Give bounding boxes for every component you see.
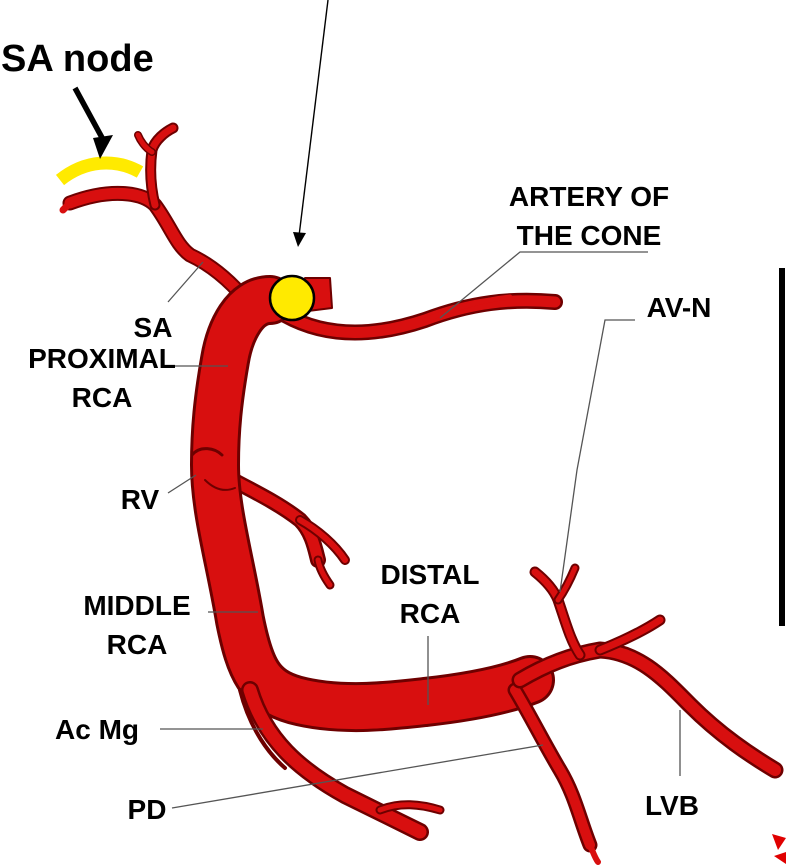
rca-main-trunk xyxy=(192,300,530,707)
distal-rca-label-line1: DISTAL xyxy=(380,559,479,590)
rv-label: RV xyxy=(121,484,160,515)
sa-branch xyxy=(63,128,246,300)
lv-branches xyxy=(520,568,775,770)
middle-rca-label-line2: RCA xyxy=(107,629,168,660)
sa-node-label: SA node xyxy=(1,38,154,80)
proximal-rca-label-line2: RCA xyxy=(72,382,133,413)
sa-node-highlight xyxy=(60,163,140,180)
artery-tree xyxy=(63,128,775,862)
rca-ostium-marker xyxy=(270,276,314,320)
posterior-branch xyxy=(515,690,598,862)
leader-sa xyxy=(168,262,203,302)
sa-label: SA xyxy=(134,312,173,343)
leader-avn xyxy=(560,320,635,592)
lvb-label: LVB xyxy=(645,790,699,821)
right-edge-bar xyxy=(779,268,785,626)
artery-of-cone-label-line2: THE CONE xyxy=(517,220,662,251)
proximal-rca-label-line1: PROXIMAL xyxy=(28,343,176,374)
sa-node-arrow xyxy=(75,88,113,159)
pd-label: PD xyxy=(128,794,167,825)
middle-rca-label-line1: MIDDLE xyxy=(83,590,190,621)
conus-branch xyxy=(285,278,555,333)
ac-mg-label: Ac Mg xyxy=(55,714,139,745)
av-n-label: AV-N xyxy=(647,292,712,323)
corner-red-marks xyxy=(772,834,786,864)
ostium-pointer-arrow xyxy=(293,0,328,247)
artery-of-cone-label-line1: ARTERY OF xyxy=(509,181,669,212)
distal-rca-label-line2: RCA xyxy=(400,598,461,629)
